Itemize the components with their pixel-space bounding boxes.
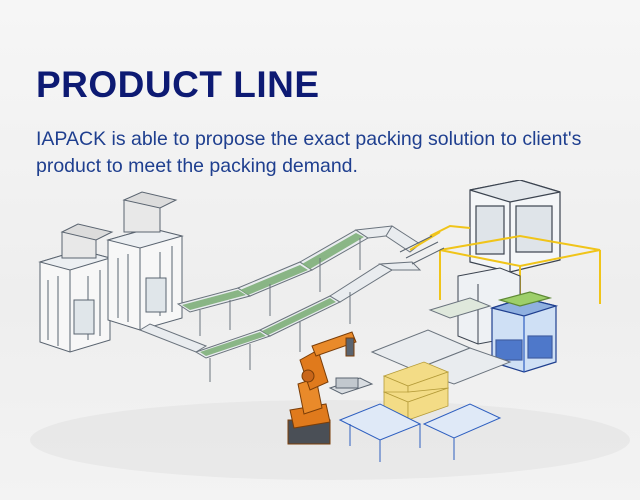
page-title: PRODUCT LINE	[36, 64, 320, 105]
roller-conveyor	[338, 403, 502, 462]
conveyor-lower-belt	[200, 298, 336, 356]
robot-arm	[287, 331, 357, 445]
bagging-machine-left	[38, 223, 114, 353]
conveyor-upper-belt	[182, 233, 364, 310]
pallet-station	[489, 291, 559, 373]
packing-line-illustration	[30, 180, 630, 480]
bagging-machine-right	[106, 191, 184, 331]
robot-gripper	[328, 377, 374, 395]
stair	[399, 235, 445, 265]
intro-text: IAPACK is able to propose the exact pack…	[36, 128, 582, 177]
conveyor-legs	[199, 238, 361, 382]
